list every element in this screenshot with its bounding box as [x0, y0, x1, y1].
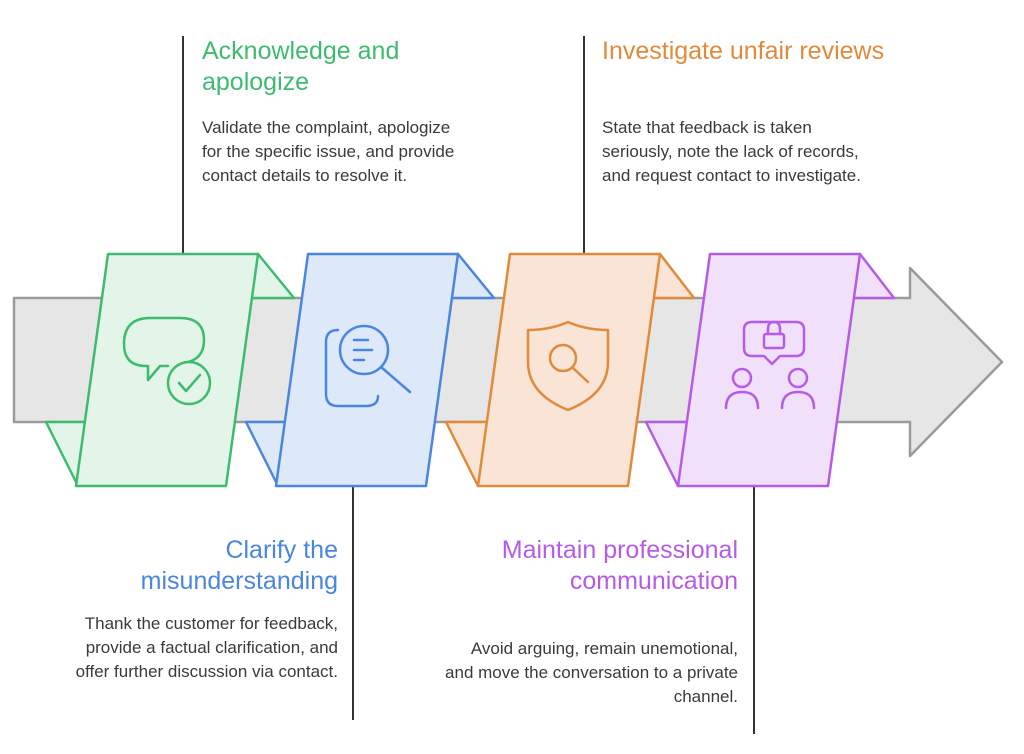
step-1-description: Validate the complaint, apologize for th…	[202, 118, 455, 185]
step-3-title: Investigate unfair reviews	[602, 37, 885, 65]
shield-search-icon	[526, 320, 610, 412]
step-card-2	[244, 252, 496, 488]
step-card-1	[44, 252, 296, 488]
step-2-title: Clarify the misunderstanding	[140, 536, 338, 595]
document-search-icon	[324, 324, 412, 408]
step-4-title: Maintain professional communication	[501, 536, 738, 595]
private-chat-users-icon	[724, 320, 816, 410]
step-3-description: State that feedback is taken seriously, …	[602, 118, 861, 185]
step-1-title: Acknowledge and apologize	[202, 37, 400, 96]
speech-bubble-check-icon	[122, 316, 212, 406]
step-card-3	[444, 252, 696, 488]
step-2-description: Thank the customer for feedback, provide…	[75, 614, 338, 681]
step-4-description: Avoid arguing, remain unemotional, and m…	[445, 639, 738, 706]
step-card-4	[644, 252, 896, 488]
